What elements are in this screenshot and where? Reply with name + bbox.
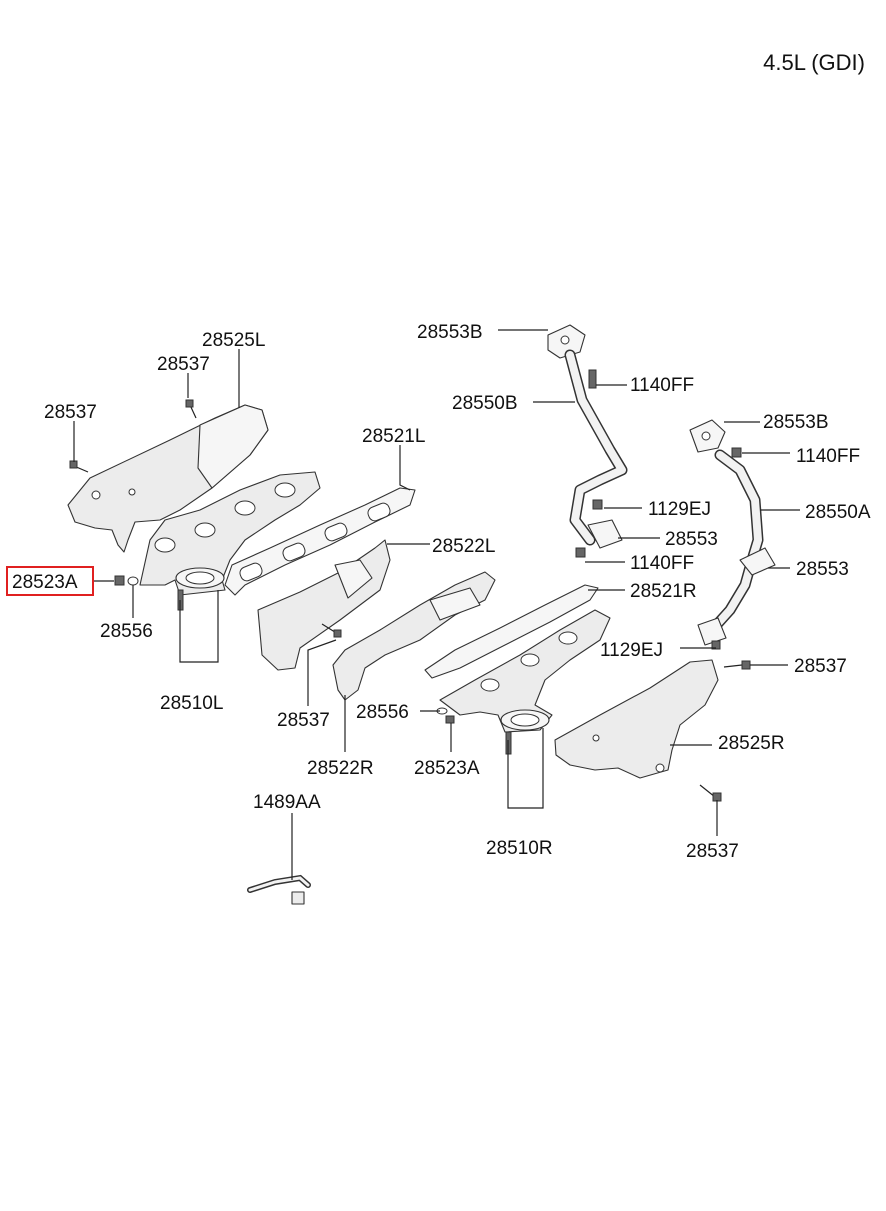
selected-part-highlight	[6, 566, 94, 596]
part-label-28521R[interactable]: 28521R	[630, 581, 697, 602]
part-label-28537[interactable]: 28537	[44, 402, 97, 423]
oxygen-sensor[interactable]	[247, 874, 311, 905]
nut-icon[interactable]	[114, 575, 125, 586]
part-label-1489AA[interactable]: 1489AA	[253, 792, 321, 813]
part-label-28525L[interactable]: 28525L	[202, 330, 265, 351]
part-label-1140FF[interactable]: 1140FF	[630, 375, 694, 396]
bolt-icon[interactable]	[731, 447, 742, 458]
part-label-28510L[interactable]: 28510L	[160, 693, 223, 714]
part-label-28523A[interactable]: 28523A	[414, 758, 480, 779]
egr-pipe-upper[interactable]	[547, 324, 628, 549]
part-labels: 28553B 1140FF 28550B 28553B 1140FF 28525…	[6, 322, 871, 862]
gasket-right[interactable]	[424, 584, 599, 679]
part-label-28556[interactable]: 28556	[356, 702, 409, 723]
bolt-icon[interactable]	[723, 660, 751, 670]
part-label-28537[interactable]: 28537	[277, 710, 330, 731]
part-label-28553B[interactable]: 28553B	[417, 322, 483, 343]
bolt-icon[interactable]	[69, 460, 89, 473]
bolt-icon[interactable]	[592, 499, 603, 510]
engine-title: 4.5L (GDI)	[763, 50, 865, 75]
heat-protector-lower-left[interactable]	[257, 539, 391, 671]
exhaust-manifold-left[interactable]	[139, 471, 321, 596]
part-label-28522L[interactable]: 28522L	[432, 536, 495, 557]
part-label-1129EJ[interactable]: 1129EJ	[648, 499, 711, 520]
part-label-28522R[interactable]: 28522R	[307, 758, 374, 779]
heat-protector-lower-right[interactable]	[332, 571, 496, 701]
egr-pipe-right[interactable]	[689, 419, 776, 646]
bolt-icon[interactable]	[711, 640, 721, 650]
part-label-28521L[interactable]: 28521L	[362, 426, 425, 447]
part-label-28525R[interactable]: 28525R	[718, 733, 785, 754]
exhaust-manifold-right[interactable]	[439, 609, 611, 733]
bolt-icon[interactable]	[321, 623, 342, 638]
bolt-icon[interactable]	[575, 547, 586, 558]
part-label-28537[interactable]: 28537	[157, 354, 210, 375]
part-label-28510R[interactable]: 28510R	[486, 838, 553, 859]
part-label-1129EJ[interactable]: 1129EJ	[600, 640, 663, 661]
part-label-28553[interactable]: 28553	[665, 529, 718, 550]
part-label-1140FF[interactable]: 1140FF	[796, 446, 860, 467]
part-label-28553[interactable]: 28553	[796, 559, 849, 580]
part-label-28556[interactable]: 28556	[100, 621, 153, 642]
bolt-icon[interactable]	[699, 784, 722, 802]
part-label-28523A-selected[interactable]: 28523A	[12, 572, 78, 593]
part-label-28550A[interactable]: 28550A	[805, 502, 871, 523]
part-label-1140FF[interactable]: 1140FF	[630, 553, 694, 574]
bolt-icon[interactable]	[588, 369, 597, 389]
part-label-28550B[interactable]: 28550B	[452, 393, 518, 414]
part-label-28537[interactable]: 28537	[686, 841, 739, 862]
part-label-28553B[interactable]: 28553B	[763, 412, 829, 433]
nut-icon[interactable]	[445, 715, 455, 724]
leader-lines	[73, 329, 800, 880]
heat-protector-left[interactable]	[67, 404, 269, 553]
part-label-28537[interactable]: 28537	[794, 656, 847, 677]
bolt-icon[interactable]	[185, 399, 197, 419]
heat-protector-right[interactable]	[554, 659, 719, 779]
gasket-left[interactable]	[224, 487, 416, 596]
washer-icon[interactable]	[127, 576, 139, 586]
